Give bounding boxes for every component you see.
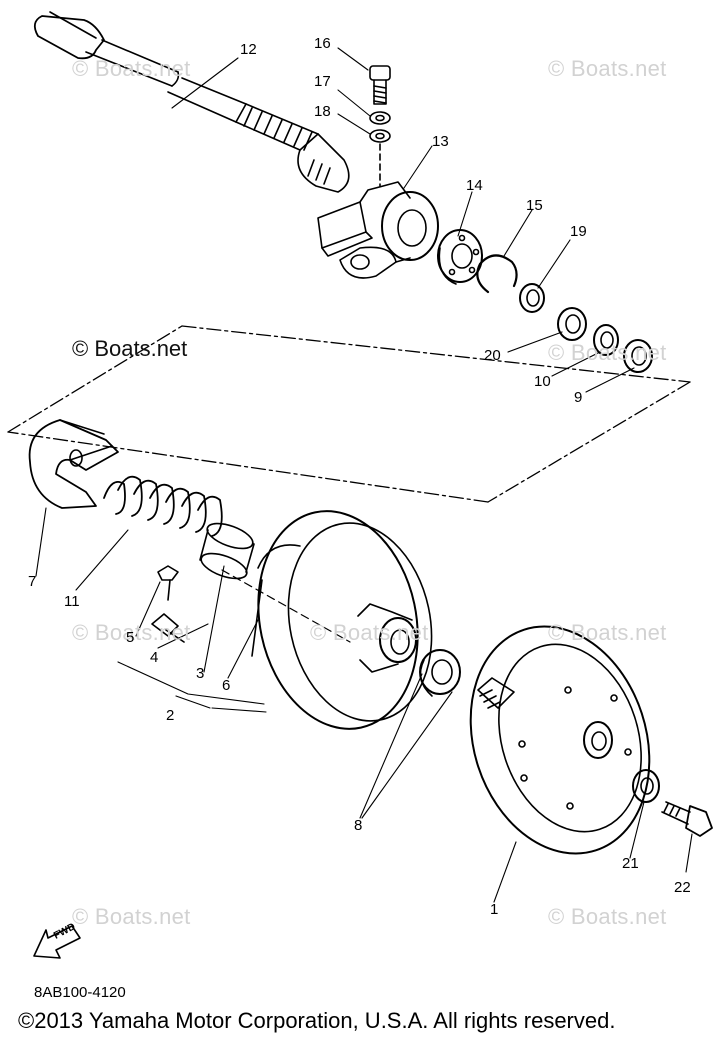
- part-18-washer: [369, 129, 391, 143]
- callout-4: 4: [150, 649, 159, 666]
- part-16-bolt: [369, 65, 391, 105]
- watermark: © Boats.net: [72, 56, 191, 81]
- part-19-snap-ring: [519, 283, 545, 313]
- watermark: © Boats.net: [310, 620, 429, 645]
- part-9-washer: [623, 339, 653, 373]
- callout-2: 2: [166, 707, 175, 724]
- callout-19: 19: [570, 223, 587, 240]
- fwd-arrow-icon: [33, 925, 81, 959]
- callout-20: 20: [484, 347, 501, 364]
- part-5-screw: [157, 565, 179, 601]
- callout-8: 8: [354, 817, 363, 834]
- assembly-group-outline: [7, 325, 691, 503]
- watermark: © Boats.net: [548, 340, 667, 365]
- watermark: © Boats.net: [548, 56, 667, 81]
- part-10-ring: [593, 324, 619, 356]
- callout-5: 5: [126, 629, 135, 646]
- callout-16: 16: [314, 35, 331, 52]
- part-12-shaft: [33, 11, 350, 193]
- part-13-bracket: [317, 181, 439, 279]
- callout-11: 11: [64, 593, 80, 610]
- part-2-sheave-assembly: [251, 510, 433, 730]
- callout-13: 13: [432, 133, 449, 150]
- part-3-collar: [199, 522, 255, 580]
- part-15-circlip: [476, 254, 518, 294]
- callout-18: 18: [314, 103, 331, 120]
- leader-lines: [35, 47, 693, 903]
- callout-21: 21: [622, 855, 639, 872]
- watermark: © Boats.net: [548, 620, 667, 645]
- part-11-spring: [103, 475, 223, 537]
- watermark: © Boats.net: [548, 904, 667, 929]
- assembly-centerline: [221, 569, 351, 643]
- watermark-strong: © Boats.net: [72, 336, 188, 361]
- watermark: © Boats.net: [72, 620, 191, 645]
- callout-22: 22: [674, 879, 691, 896]
- watermark: © Boats.net: [72, 904, 191, 929]
- callout-15: 15: [526, 197, 543, 214]
- callout-3: 3: [196, 665, 205, 682]
- callout-12: 12: [240, 41, 257, 58]
- part-17-lock-washer: [369, 111, 391, 125]
- part-14-bearing: [437, 229, 483, 285]
- part-1-fixed-sheave: [469, 625, 651, 855]
- part-21-washer: [632, 769, 660, 803]
- callout-7: 7: [28, 573, 37, 590]
- part-20-washer: [557, 307, 587, 341]
- part-8-spacer: [419, 649, 461, 697]
- copyright-notice: ©2013 Yamaha Motor Corporation, U.S.A. A…: [18, 1008, 616, 1033]
- callout-6: 6: [222, 677, 231, 694]
- callout-17: 17: [314, 73, 331, 90]
- part-22-bolt: [661, 801, 713, 837]
- callout-10: 10: [534, 373, 551, 390]
- part-7-cam: [28, 419, 119, 509]
- callout-9: 9: [574, 389, 583, 406]
- callout-1: 1: [490, 901, 499, 918]
- callout-14: 14: [466, 177, 483, 194]
- part-4-screw: [151, 613, 185, 643]
- diagram-code: 8AB100-4120: [34, 984, 126, 1001]
